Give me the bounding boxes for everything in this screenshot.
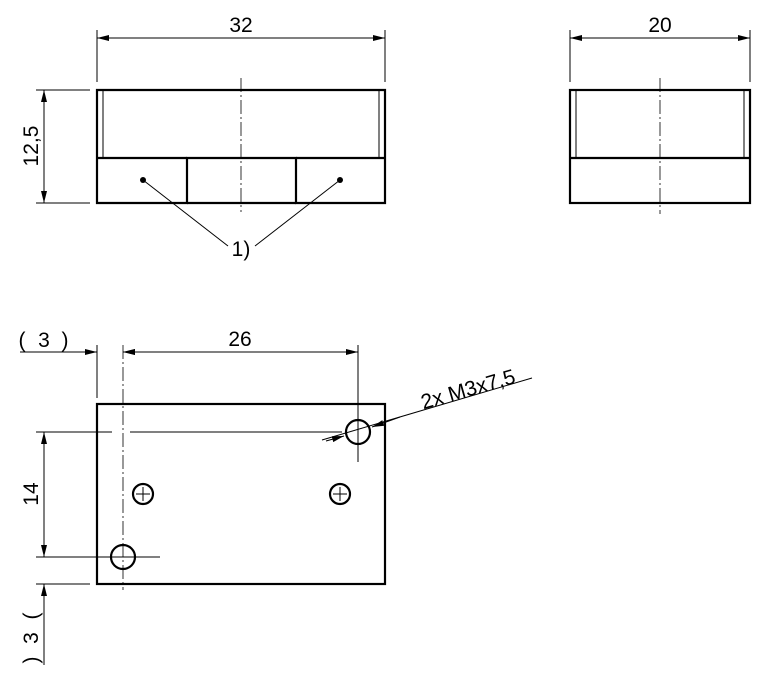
offset-y-paren-open: ( — [20, 613, 43, 620]
note-label: 1) — [232, 238, 251, 261]
height-dimension-label: 12,5 — [20, 126, 43, 167]
top-view-outline — [95, 402, 387, 586]
thread-callout-label: 2x M3x7,5 — [418, 365, 517, 414]
side-view: 20 — [568, 14, 752, 214]
offset-y-dimension-label: 3 — [20, 632, 43, 644]
vertical-spacing-dimension-label: 14 — [20, 482, 43, 506]
small-hole-left — [131, 482, 155, 506]
thread-callout-arrow-back — [325, 435, 345, 443]
thread-callout-leader — [321, 377, 533, 441]
offset-x-dimension-label: 3 — [38, 329, 50, 352]
side-width-dimension-label: 20 — [648, 14, 671, 37]
leader-line-left — [142, 179, 229, 247]
offset-x-paren-open: ( — [19, 329, 26, 352]
offset-x-paren-close: ) — [62, 329, 69, 352]
thread-callout-arrow — [371, 416, 401, 428]
width-dimension-label: 32 — [229, 14, 252, 37]
leader-line-right — [254, 179, 341, 247]
front-view: 1) 32 12,5 — [20, 14, 387, 261]
small-hole-right — [328, 482, 352, 506]
offset-y-paren-close: ) — [20, 657, 43, 664]
hole-spacing-dimension-label: 26 — [228, 328, 251, 351]
top-view: 3 ( ) 26 14 3 ( ) 2x M3x7,5 — [19, 328, 533, 665]
